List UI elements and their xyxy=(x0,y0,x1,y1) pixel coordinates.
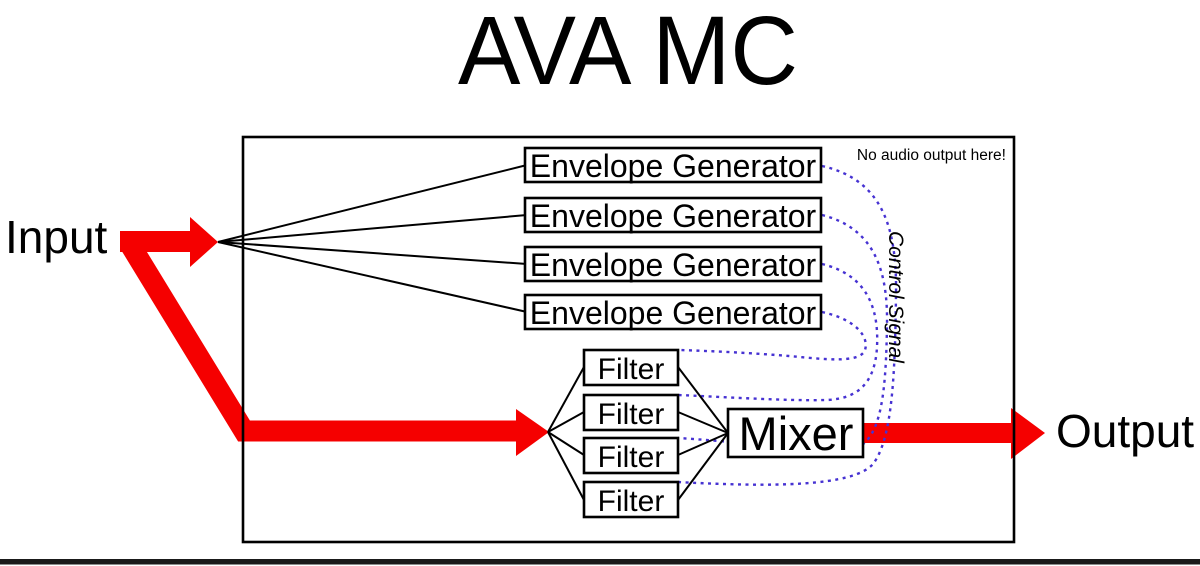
no-audio-note: No audio output here! xyxy=(857,147,1006,164)
bottom-bar xyxy=(0,559,1200,565)
filter-box-4 xyxy=(582,480,680,519)
connection-lines xyxy=(217,164,729,501)
fan-line-filter3-in xyxy=(547,431,585,456)
diagram-title: AVA MC xyxy=(458,0,798,105)
filter-box-3 xyxy=(582,436,680,475)
output-arrow-bar xyxy=(862,423,1013,443)
control-signal-curve-eg4 xyxy=(677,310,867,361)
filter-box-1 xyxy=(582,348,680,387)
envelope-generator-label-3: Envelope Generator xyxy=(530,247,817,283)
input-arrowhead xyxy=(190,217,218,267)
mixer-label: Mixer xyxy=(739,407,854,460)
fan-line-filter2-in xyxy=(547,411,585,433)
envelope-generator-box-1 xyxy=(523,146,823,184)
fan-line-input-eg2 xyxy=(217,214,528,243)
filter-label-3: Filter xyxy=(598,441,665,474)
input-bent-arrow xyxy=(122,240,518,442)
fan-line-input-eg1 xyxy=(217,164,528,243)
envelope-generator-label-4: Envelope Generator xyxy=(530,295,817,331)
fan-line-input-eg4 xyxy=(217,241,528,313)
filter-label-4: Filter xyxy=(598,485,665,518)
control-signal-curve-eg1 xyxy=(677,164,898,486)
filter-box-2 xyxy=(582,393,680,432)
control-signal-curve-eg3 xyxy=(677,262,879,402)
envelope-generator-box-3 xyxy=(523,245,823,283)
filter-label-1: Filter xyxy=(598,353,665,386)
fan-line-input-eg3 xyxy=(217,241,528,265)
fan-line-filter1-in xyxy=(547,366,585,433)
control-signal-curves xyxy=(677,164,898,486)
envelope-generators: Envelope Generator Envelope Generator En… xyxy=(523,146,823,331)
fan-line-filter1-out xyxy=(677,366,729,434)
fan-line-filter2-out xyxy=(677,411,729,434)
main-boundary-box xyxy=(241,135,1016,544)
fan-line-filter3-out xyxy=(677,432,729,456)
filter-input-arrowhead xyxy=(516,409,549,456)
fan-line-filter4-in xyxy=(547,431,585,501)
output-label: Output xyxy=(1056,405,1194,457)
output-arrowhead xyxy=(1011,408,1045,459)
envelope-generator-box-2 xyxy=(523,196,823,234)
input-label: Input xyxy=(5,211,108,263)
envelope-generator-label-2: Envelope Generator xyxy=(530,198,817,234)
control-signal-curve-eg2 xyxy=(677,213,889,451)
filters: Filter Filter Filter Filter xyxy=(582,348,680,519)
filter-label-2: Filter xyxy=(598,398,665,431)
envelope-generator-label-1: Envelope Generator xyxy=(530,148,817,184)
control-signal-label: Control Signal xyxy=(884,231,907,364)
mixer-box xyxy=(726,407,865,459)
envelope-generator-box-4 xyxy=(523,293,823,331)
fan-line-filter4-out xyxy=(677,432,729,501)
